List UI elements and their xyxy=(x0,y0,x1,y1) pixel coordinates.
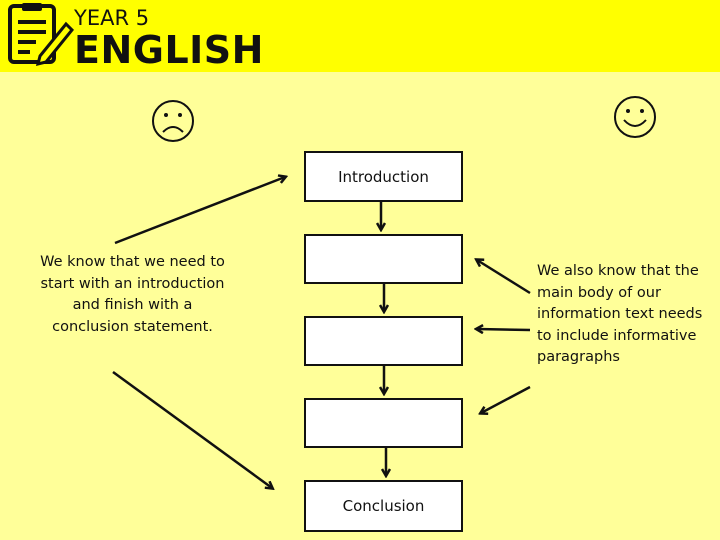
flow-box-body-3 xyxy=(304,398,463,448)
arrow-to-body-1 xyxy=(477,260,531,295)
note-right: We also know that the main body of our i… xyxy=(537,263,703,365)
checklist-pencil-icon xyxy=(8,3,74,67)
arrow-to-body-3 xyxy=(481,385,531,413)
year-label: YEAR 5 xyxy=(74,6,150,30)
smiley-face-icon xyxy=(614,96,656,138)
arrow-to-body-2 xyxy=(477,329,531,330)
note-left: We know that we need to start with an in… xyxy=(40,254,225,335)
flow-box-conclusion: Conclusion xyxy=(304,480,463,532)
flow-box-introduction: Introduction xyxy=(304,151,463,202)
subject-title: ENGLISH xyxy=(74,28,264,72)
arrow-to-conclusion xyxy=(112,370,272,488)
flow-box-body-2 xyxy=(304,316,463,366)
sad-face-icon xyxy=(152,100,194,142)
arrow-to-introduction xyxy=(114,177,285,245)
header-banner: YEAR 5 ENGLISH xyxy=(0,0,720,72)
flow-box-body-1 xyxy=(304,234,463,284)
